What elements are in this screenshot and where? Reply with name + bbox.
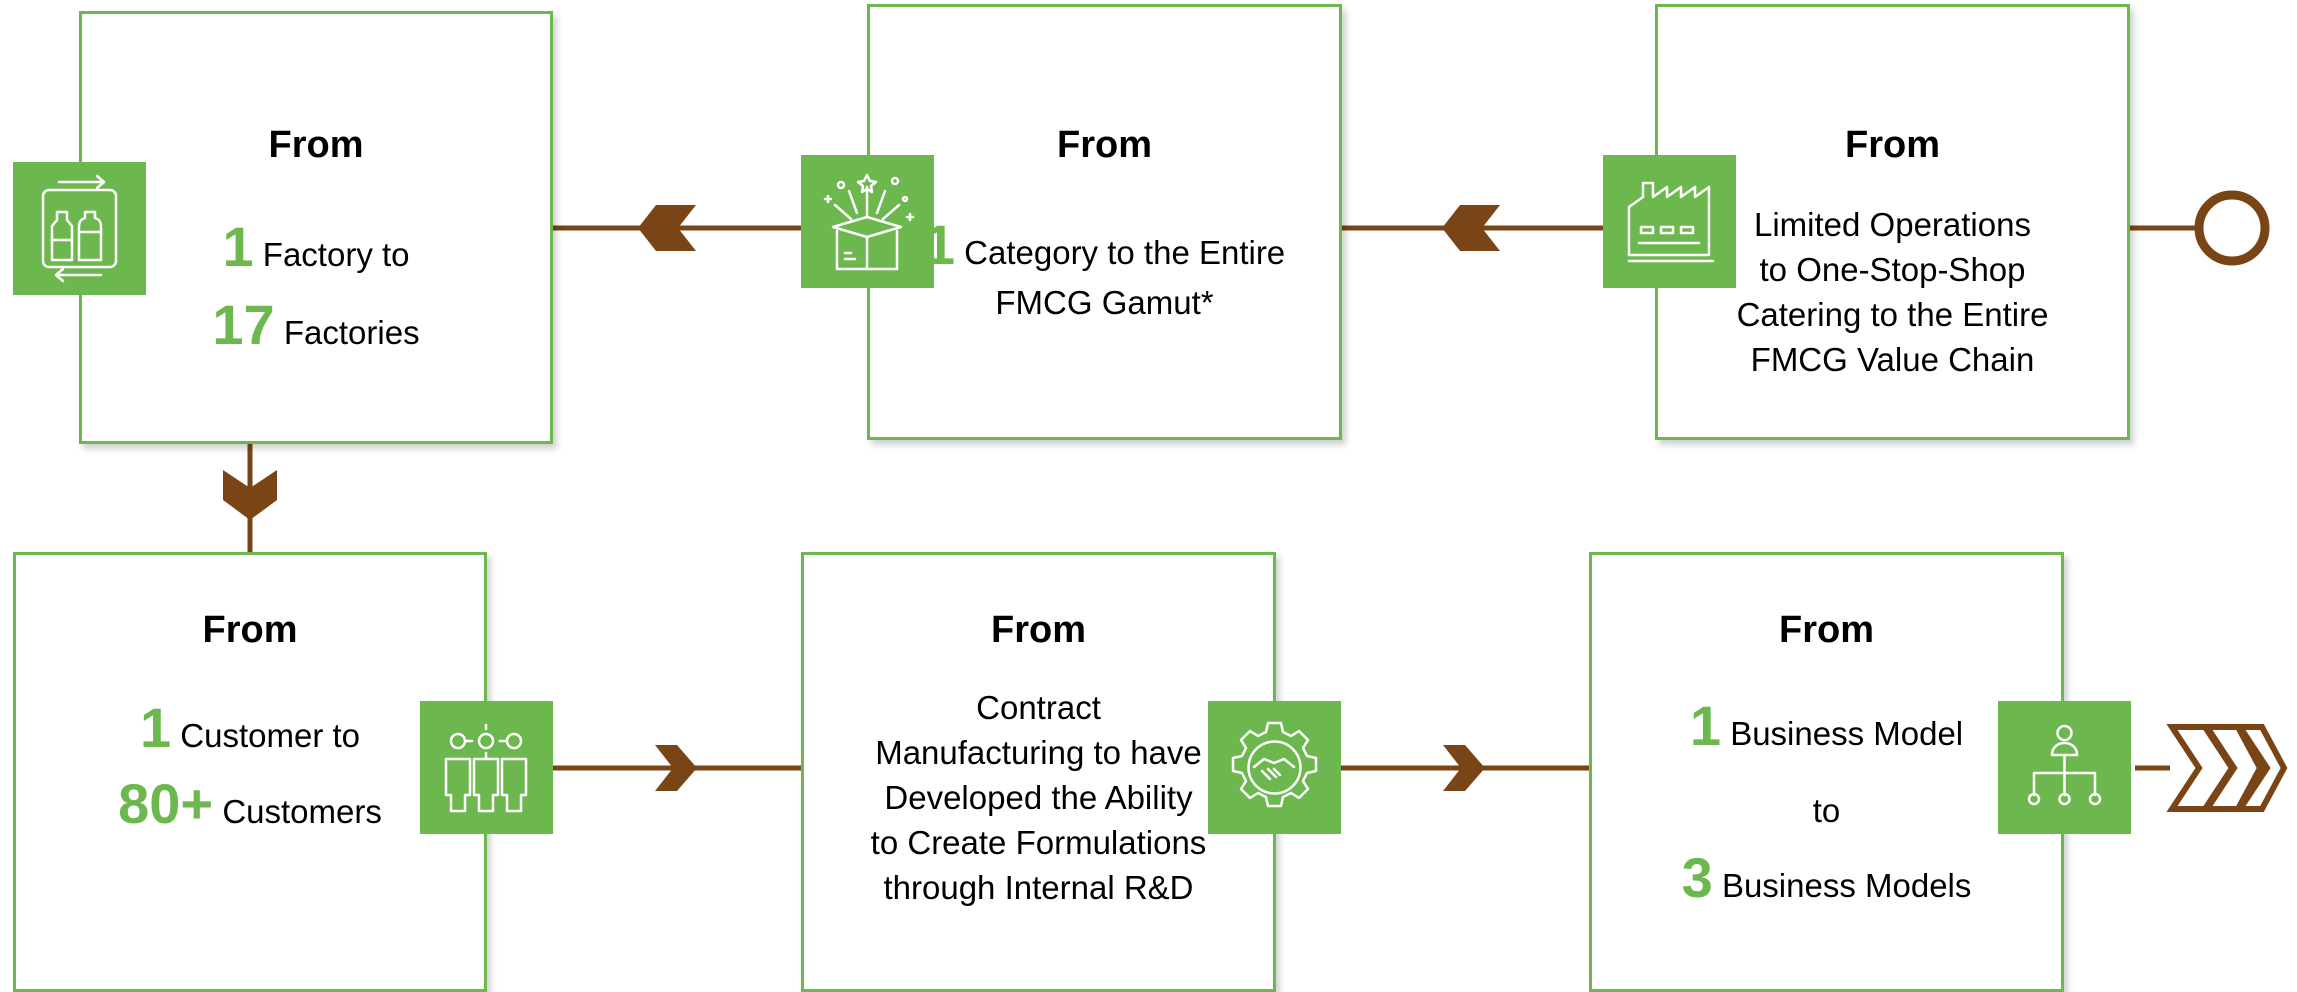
left-chevron-arrow-icon: [638, 205, 696, 251]
stat-line-start: 1 Business Model: [1592, 693, 2061, 758]
stat-text: Customer to: [180, 717, 361, 754]
description-line: FMCG Value Chain: [1750, 341, 2035, 378]
description-line: through Internal R&D: [883, 869, 1194, 906]
step-description: Contract Manufacturing to have Developed…: [804, 685, 1273, 910]
description-line: Contract: [976, 689, 1101, 726]
customers-group-icon: [420, 701, 553, 834]
stat-text: Category to the Entire: [964, 234, 1286, 271]
description-line: Limited Operations: [1754, 206, 2031, 243]
stat-number: 3: [1681, 846, 1713, 909]
step-card-rnd: From Contract Manufacturing to have Deve…: [801, 552, 1276, 992]
step-from-label: From: [1057, 124, 1152, 166]
stat-text-continued: FMCG Gamut*: [995, 284, 1214, 321]
step-from-label: From: [1845, 124, 1940, 166]
handshake-gear-icon: [1208, 701, 1341, 834]
step-card-category: From 1 Category to the Entire FMCG Gamut…: [867, 4, 1342, 440]
stat-line-end: 17 Factories: [82, 292, 550, 357]
description-line: Catering to the Entire: [1736, 296, 2049, 333]
stat-text: Business Model: [1730, 715, 1964, 752]
right-chevron-arrow-icon: [655, 745, 697, 791]
stat-number: 17: [212, 293, 275, 356]
description-line: to One-Stop-Shop: [1759, 251, 2026, 288]
start-circle-icon: [2194, 190, 2270, 266]
description-line: Manufacturing to have: [875, 734, 1202, 771]
step-card-factories: From 1 Factory to 17 Factories: [79, 11, 553, 444]
stat-number: 1: [222, 215, 254, 278]
stat-line-start: 1 Factory to: [82, 214, 550, 279]
stat-number: 1: [139, 696, 172, 759]
stat-number: 80+: [118, 772, 214, 835]
stat-line-end: 3 Business Models: [1592, 845, 2061, 910]
description-line: to Create Formulations: [870, 824, 1207, 861]
right-chevron-arrow-icon: [1443, 745, 1485, 791]
left-chevron-arrow-icon: [1442, 205, 1500, 251]
end-chevron-icon: [2232, 724, 2288, 812]
description-line: Developed the Ability: [884, 779, 1193, 816]
bottles-exchange-icon: [13, 162, 146, 295]
gift-box-celebration-icon: [801, 155, 934, 288]
end-chevron-icon: [2166, 724, 2238, 812]
stat-text: Customers: [222, 793, 382, 830]
step-from-label: From: [202, 609, 298, 651]
step-description: Limited Operations to One-Stop-Shop Cate…: [1658, 202, 2127, 382]
hierarchy-icon: [1998, 701, 2131, 834]
step-from-label: From: [1779, 609, 1874, 651]
stat-connector-word: to: [1812, 792, 1841, 829]
step-card-business-models: From 1 Business Model to 3 Business Mode…: [1589, 552, 2064, 992]
down-chevron-arrow-icon: [223, 470, 277, 520]
step-card-customers: From 1 Customer to 80+ Customers: [13, 552, 487, 992]
stat-line-end: 80+ Customers: [16, 771, 484, 836]
step-from-label: From: [991, 609, 1086, 651]
stat-text: Factories: [283, 314, 420, 351]
factory-icon: [1603, 155, 1736, 288]
stat-line-start: 1 Category to the Entire: [870, 212, 1339, 277]
step-from-label: From: [268, 124, 364, 166]
stat-number: 1: [1689, 694, 1722, 757]
stat-text: Factory to: [262, 236, 410, 273]
stat-text: Business Models: [1721, 867, 1972, 904]
stat-line-start: 1 Customer to: [16, 695, 484, 760]
